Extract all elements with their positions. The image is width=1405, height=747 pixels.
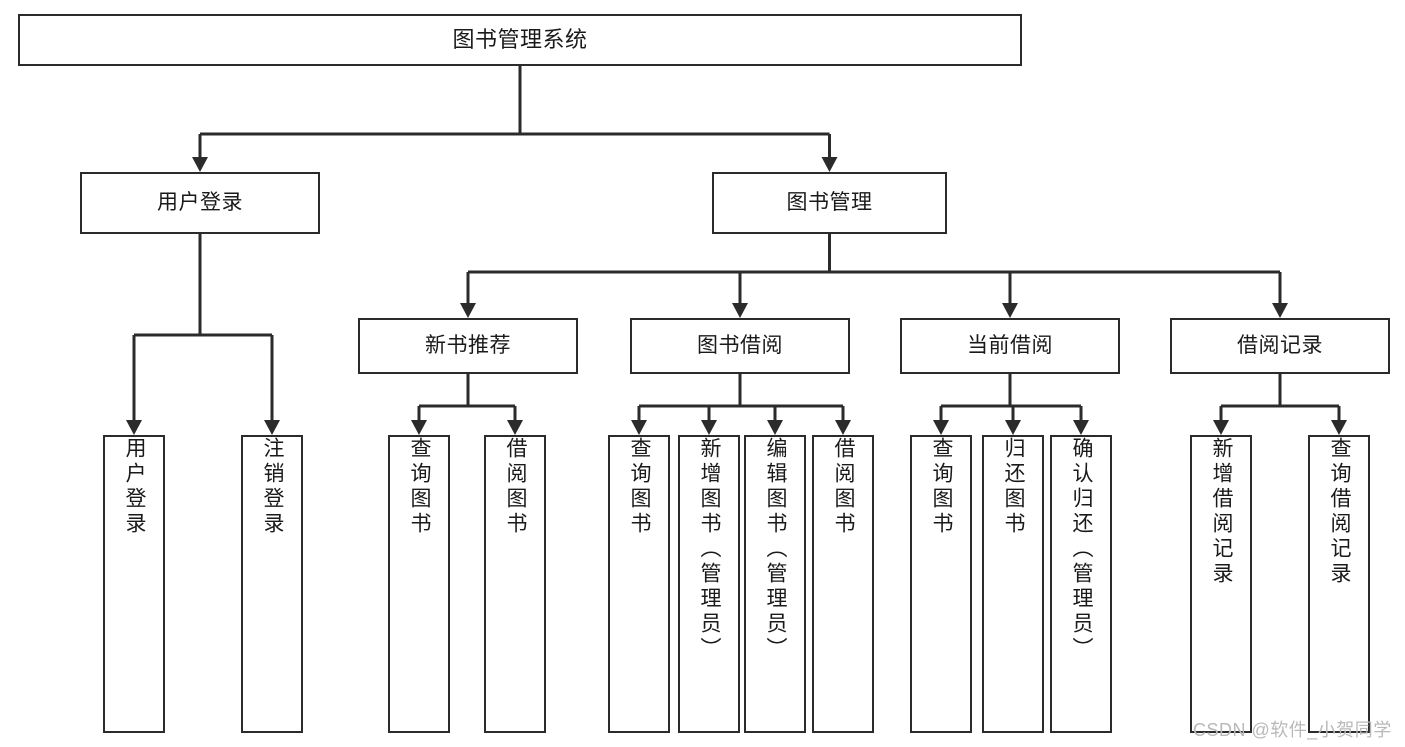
node-label: 新增借阅记录 [1210, 437, 1234, 587]
edge-current-to-l-qbook3-head [933, 420, 949, 435]
node-l-addbook[interactable]: 新增图书（管理员） [678, 435, 740, 733]
node-l-confirm[interactable]: 确认归还（管理员） [1050, 435, 1112, 733]
node-bookmgmt[interactable]: 图书管理 [712, 172, 947, 234]
node-l-qrec[interactable]: 查询借阅记录 [1308, 435, 1370, 733]
node-l-editbook[interactable]: 编辑图书（管理员） [744, 435, 806, 733]
edge-borrow-to-l-editbook-head [767, 420, 783, 435]
node-label: 归还图书 [1002, 437, 1026, 537]
node-label: 确认归还（管理员） [1070, 437, 1094, 662]
edge-current-to-l-return-head [1005, 420, 1021, 435]
node-label: 编辑图书（管理员） [764, 437, 788, 662]
node-label: 查询图书 [930, 437, 954, 537]
edge-login-to-l-login-head [126, 420, 142, 435]
edge-newbook-to-l-bbook1-head [507, 420, 523, 435]
node-current[interactable]: 当前借阅 [900, 318, 1120, 374]
edge-current-to-l-confirm-head [1073, 420, 1089, 435]
edge-records-to-l-addrec-head [1213, 420, 1229, 435]
node-label: 当前借阅 [967, 333, 1053, 357]
edge-bookmgmt-to-borrow-head [732, 303, 748, 318]
edge-records-to-l-qrec-head [1331, 420, 1347, 435]
node-l-qbook3[interactable]: 查询图书 [910, 435, 972, 733]
node-label: 查询图书 [628, 437, 652, 537]
node-l-qbook2[interactable]: 查询图书 [608, 435, 670, 733]
edge-bookmgmt-to-newbook-head [460, 303, 476, 318]
edge-newbook-to-l-qbook1-head [411, 420, 427, 435]
node-label: 新增图书（管理员） [698, 437, 722, 662]
node-label: 图书借阅 [697, 333, 783, 357]
node-l-bbook1[interactable]: 借阅图书 [484, 435, 546, 733]
edge-root-to-bookmgmt-head [821, 157, 838, 172]
node-newbook[interactable]: 新书推荐 [358, 318, 578, 374]
node-label: 注销登录 [261, 437, 285, 537]
node-label: 查询图书 [408, 437, 432, 537]
node-login[interactable]: 用户登录 [80, 172, 320, 234]
node-label: 图书管理系统 [452, 27, 588, 53]
node-label: 新书推荐 [425, 333, 511, 357]
node-l-addrec[interactable]: 新增借阅记录 [1190, 435, 1252, 733]
node-label: 用户登录 [123, 437, 147, 537]
edge-bookmgmt-to-records-head [1272, 303, 1288, 318]
edge-root-to-login-head [192, 157, 208, 172]
node-l-qbook1[interactable]: 查询图书 [388, 435, 450, 733]
node-l-login[interactable]: 用户登录 [103, 435, 165, 733]
node-records[interactable]: 借阅记录 [1170, 318, 1390, 374]
node-l-logout[interactable]: 注销登录 [241, 435, 303, 733]
node-label: 图书管理 [786, 190, 873, 214]
node-l-return[interactable]: 归还图书 [982, 435, 1044, 733]
node-label: 用户登录 [157, 190, 243, 214]
node-l-bbook2[interactable]: 借阅图书 [812, 435, 874, 733]
edge-borrow-to-l-addbook-head [701, 420, 717, 435]
node-root[interactable]: 图书管理系统 [18, 14, 1022, 66]
node-label: 借阅图书 [504, 437, 528, 537]
node-label: 借阅图书 [832, 437, 856, 537]
node-label: 查询借阅记录 [1328, 437, 1352, 587]
edge-borrow-to-l-qbook2-head [631, 420, 647, 435]
edge-bookmgmt-to-current-head [1002, 303, 1018, 318]
edge-login-to-l-logout-head [264, 420, 280, 435]
edge-borrow-to-l-bbook2-head [835, 420, 851, 435]
node-borrow[interactable]: 图书借阅 [630, 318, 850, 374]
node-label: 借阅记录 [1237, 333, 1323, 357]
watermark: CSDN @软件_小贺同学 [1193, 720, 1392, 740]
